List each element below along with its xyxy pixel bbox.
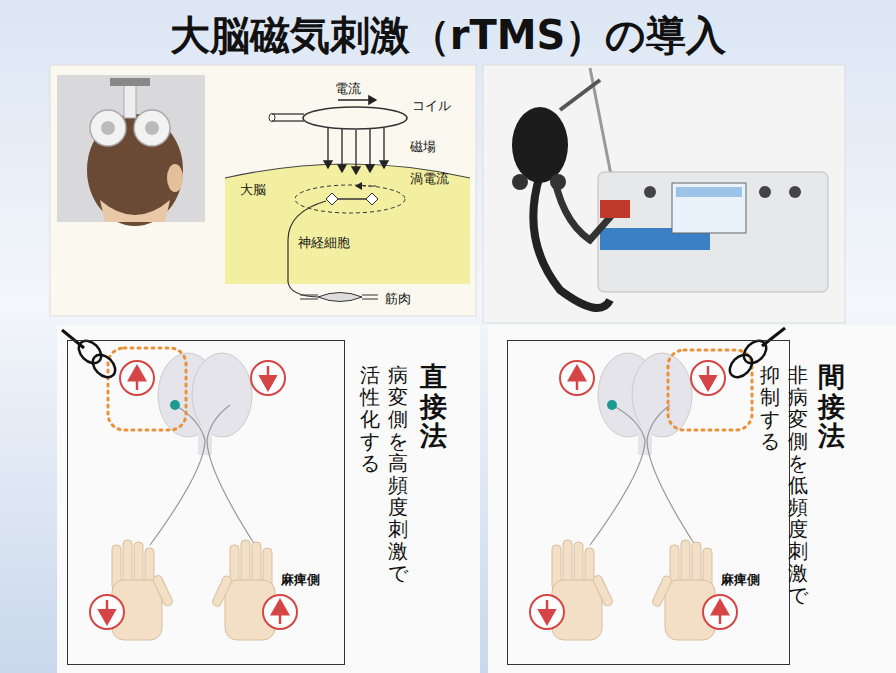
schematic-label: 神経細胞 — [298, 234, 350, 252]
method-heading: 直接法 — [420, 362, 447, 451]
method-description: 非病変側を低頻度刺激で抑制する — [760, 364, 808, 612]
diagram-panel: 麻痺側 — [67, 340, 345, 665]
diagram-panel: 麻痺側 — [507, 340, 790, 665]
schematic-label: 筋肉 — [385, 290, 411, 308]
method-heading: 間接法 — [818, 362, 845, 451]
schematic-label: コイル — [412, 97, 451, 115]
slide-title: 大脳磁気刺激（rTMS）の導入 — [0, 8, 896, 63]
side-label: 麻痺側 — [281, 571, 320, 589]
schematic-label: 磁場 — [410, 138, 436, 156]
schematic-label: 渦電流 — [410, 170, 449, 188]
schematic-label: 電流 — [335, 80, 361, 98]
side-label: 麻痺側 — [721, 571, 760, 589]
method-description: 病変側を高頻度刺激で活性化する — [360, 364, 408, 590]
schematic-label: 大脳 — [240, 181, 266, 199]
